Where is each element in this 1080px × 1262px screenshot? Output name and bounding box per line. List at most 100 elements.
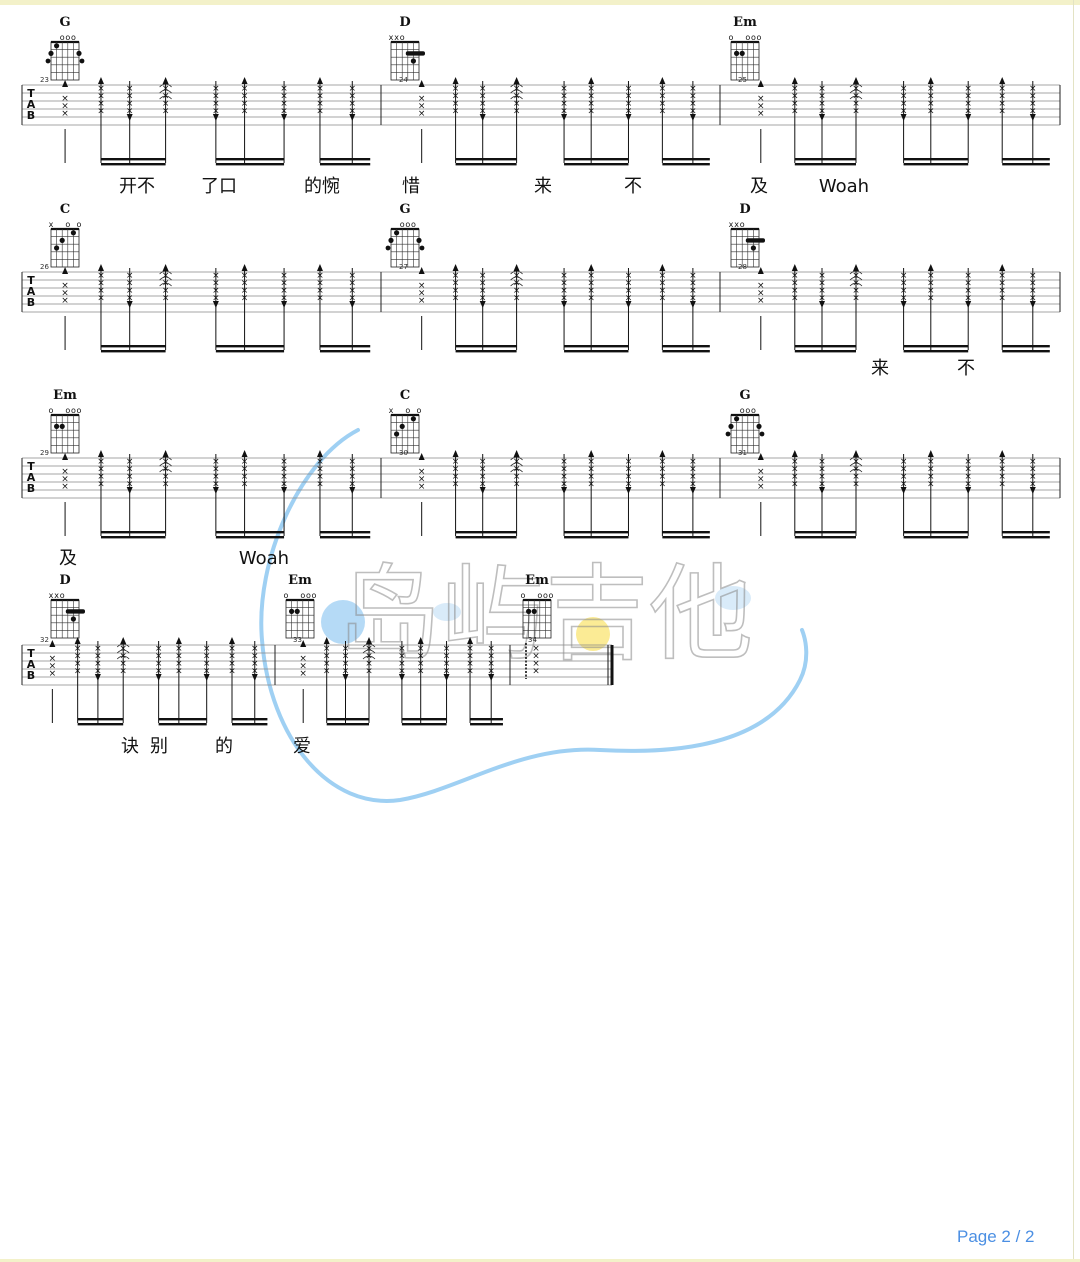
strum-up-arrow xyxy=(853,450,859,457)
open-mark: o xyxy=(757,33,762,42)
beam xyxy=(326,723,369,726)
beam xyxy=(100,350,166,353)
open-mark: o xyxy=(65,406,70,415)
finger-dot xyxy=(289,608,295,615)
strum-up-arrow xyxy=(97,77,104,84)
beam-secondary xyxy=(903,345,969,348)
stroke-arrow xyxy=(418,453,425,460)
finger-dot xyxy=(385,245,391,251)
muted-note-x: × xyxy=(418,296,426,306)
beam-secondary xyxy=(662,345,710,348)
muted-note-x: × xyxy=(757,109,765,119)
chord-name: Em xyxy=(733,15,757,30)
beam xyxy=(794,350,856,353)
beam-secondary xyxy=(903,158,969,161)
stroke-arrow xyxy=(300,640,307,647)
muted-note-x: × xyxy=(757,94,765,104)
strum-down-arrow xyxy=(561,301,568,308)
open-mark: o xyxy=(411,220,416,229)
strum-up-arrow xyxy=(162,450,169,457)
strum-down-arrow xyxy=(689,301,696,308)
tab-clef: T xyxy=(27,87,35,100)
tab-clef: A xyxy=(27,98,36,111)
open-mark: o xyxy=(537,591,542,600)
chord-name: Em xyxy=(525,573,549,588)
open-mark: o xyxy=(306,591,311,600)
strum-up-arrow xyxy=(316,77,323,84)
beam xyxy=(100,536,166,539)
beam xyxy=(215,536,285,539)
beam-secondary xyxy=(794,158,856,161)
beam xyxy=(903,163,969,166)
tab-clef: B xyxy=(27,482,35,495)
strum-down-arrow xyxy=(965,487,972,494)
measure: 29Emoooo××××××××××××××××××××××××××××××××… xyxy=(40,388,382,569)
strum-up-arrow xyxy=(513,450,520,457)
lyric-syllable: 来 xyxy=(534,176,552,197)
beam xyxy=(100,163,166,166)
stroke-arrow xyxy=(757,80,764,87)
muted-note-x: × xyxy=(757,482,765,492)
strum-up-arrow xyxy=(513,77,520,84)
strum-up-arrow xyxy=(999,450,1006,457)
lyric-syllable: 来 xyxy=(871,358,889,379)
beam xyxy=(455,163,517,166)
chord-name: D xyxy=(399,15,410,30)
muted-note-x: × xyxy=(418,281,426,291)
strum-up-arrow xyxy=(513,264,520,271)
watermark-logo: 岛屿吉他 xyxy=(259,428,809,803)
strum-down-arrow xyxy=(819,487,825,494)
lyric-syllable: 不 xyxy=(624,176,642,197)
chord-name: Em xyxy=(288,573,312,588)
strum-up-arrow xyxy=(927,450,934,457)
stroke-arrow xyxy=(418,80,425,87)
finger-dot xyxy=(399,423,405,429)
strum-down-arrow xyxy=(625,301,632,308)
watermark-guitar-outline xyxy=(259,428,809,803)
finger-dot xyxy=(70,230,76,236)
strum-up-arrow xyxy=(452,450,459,457)
beam-secondary xyxy=(1002,345,1050,348)
finger-dot xyxy=(394,230,400,236)
muted-note-x: × xyxy=(49,654,57,664)
watermark-text: 岛屿吉他 xyxy=(337,553,753,675)
barre-bar xyxy=(405,51,425,56)
lyric-syllable: 了口 xyxy=(201,176,237,197)
open-mark: o xyxy=(549,591,554,600)
finger-dot xyxy=(54,245,60,251)
open-mark: o xyxy=(400,220,405,229)
lyric-syllable: 诀 xyxy=(121,736,139,757)
lyric-syllable: 开不 xyxy=(119,176,155,197)
beam-secondary xyxy=(903,531,969,534)
finger-dot xyxy=(59,423,65,429)
strum-up-arrow xyxy=(97,264,104,271)
stroke-arrow xyxy=(757,453,764,460)
open-mark: o xyxy=(405,220,410,229)
beam xyxy=(158,723,207,726)
mute-mark: x xyxy=(394,33,399,42)
open-mark: o xyxy=(745,406,750,415)
strum-up-arrow xyxy=(791,450,798,457)
open-mark: o xyxy=(312,591,317,600)
open-mark: o xyxy=(300,591,305,600)
strum-down-arrow xyxy=(900,114,907,121)
beam xyxy=(455,536,517,539)
beam-secondary xyxy=(564,158,629,161)
open-mark: o xyxy=(745,33,750,42)
tab-clef: T xyxy=(27,460,35,473)
beam xyxy=(564,163,629,166)
strum-up-arrow xyxy=(659,450,666,457)
strum-up-arrow xyxy=(97,450,104,457)
strum-down-arrow xyxy=(479,301,486,308)
muted-note-x: × xyxy=(61,109,69,119)
muted-note-x: × xyxy=(532,667,540,677)
lyric-syllable: 的 xyxy=(215,736,233,757)
watermark-yellow-dot xyxy=(576,617,610,651)
measure: 25Emoooo××××××××××××××××××××××××××××××××… xyxy=(729,15,1061,197)
mute-mark: x xyxy=(389,33,394,42)
tab-clef: A xyxy=(27,658,36,671)
open-mark: o xyxy=(729,33,734,42)
finger-dot xyxy=(750,245,757,251)
